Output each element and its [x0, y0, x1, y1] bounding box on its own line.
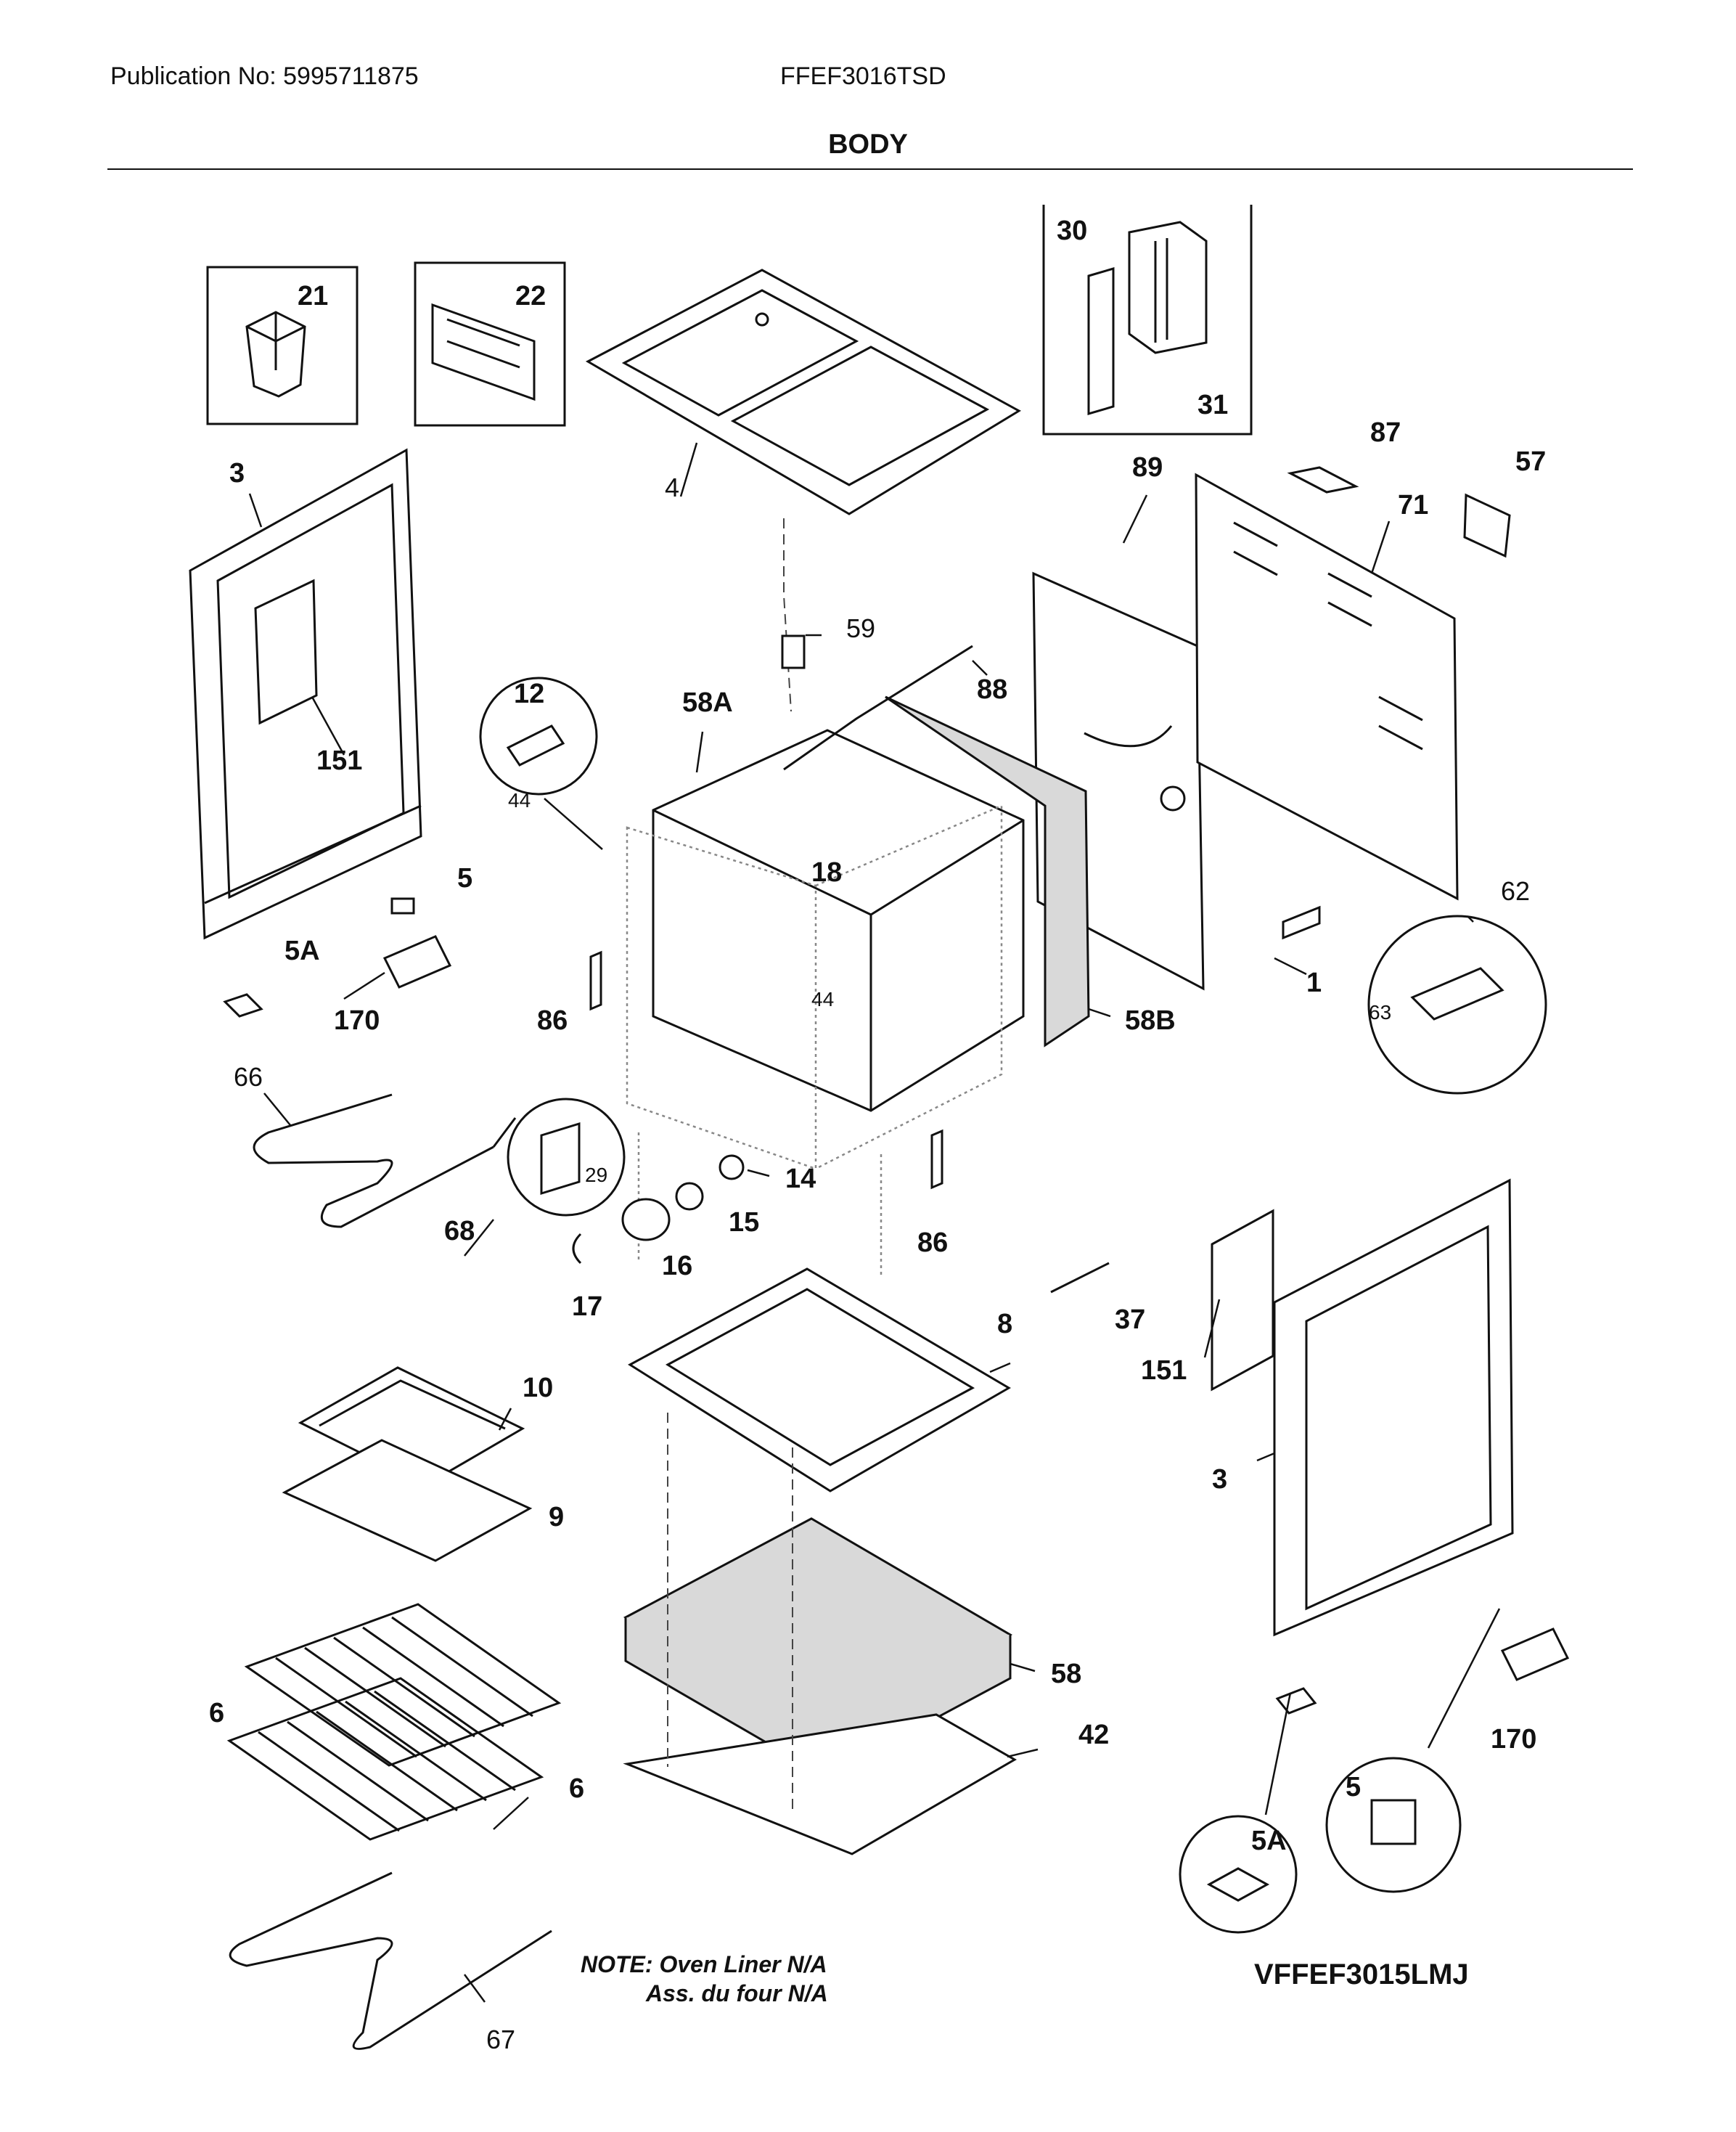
bracket-87: [1287, 466, 1359, 494]
callout-58: 58: [1051, 1659, 1081, 1689]
callout-86-a: 86: [537, 1005, 568, 1036]
oven-rack-upper: [244, 1603, 562, 1767]
callout-10: 10: [523, 1373, 553, 1403]
detail-circle-62: [1282, 905, 1547, 1095]
probe-37: [1050, 1262, 1110, 1294]
callout-62: 62: [1501, 876, 1530, 906]
callout-17: 17: [572, 1291, 602, 1322]
callout-14: 14: [785, 1164, 816, 1194]
oven-cavity: [652, 729, 1025, 1112]
bottom-panel-42: [623, 1713, 1018, 1855]
callout-89: 89: [1132, 452, 1163, 483]
callout-67: 67: [486, 2025, 515, 2054]
detail-circle-5: [1325, 1757, 1462, 1893]
callout-4: 4: [665, 473, 679, 502]
detail-circle-5A: [1179, 1815, 1298, 1934]
callout-21: 21: [298, 281, 328, 311]
broil-pan-grill: [282, 1366, 533, 1562]
callout-170-right: 170: [1491, 1724, 1536, 1755]
inset-box-22: [414, 261, 566, 427]
callout-8: 8: [997, 1309, 1012, 1339]
vent-59: [781, 634, 806, 669]
callout-58B: 58B: [1125, 1005, 1176, 1036]
callout-68: 68: [444, 1216, 475, 1246]
callout-5-right: 5: [1346, 1772, 1361, 1802]
publication-number: Publication No: 5995711875: [110, 62, 419, 90]
wire-88: [783, 645, 973, 771]
callout-5A-right: 5A: [1251, 1826, 1287, 1856]
detail-circle-12: [479, 677, 598, 796]
oven-liner-outline: [626, 804, 1003, 1278]
callout-3-left: 3: [229, 458, 245, 489]
callout-86-b: 86: [917, 1228, 948, 1258]
callout-71: 71: [1398, 490, 1428, 520]
page-title: BODY: [828, 129, 908, 160]
callout-87: 87: [1370, 417, 1401, 448]
callout-16: 16: [662, 1251, 692, 1281]
callout-151-left: 151: [316, 746, 362, 776]
callout-63: 63: [1369, 1001, 1391, 1024]
callout-44-a: 44: [508, 789, 531, 812]
callout-9: 9: [549, 1502, 564, 1532]
callout-30: 30: [1057, 216, 1087, 246]
oven-bottom-panel: [628, 1267, 1011, 1492]
bake-element-67: [229, 1871, 552, 2050]
broil-element-66: [253, 1093, 517, 1228]
inset-box-21: [206, 266, 359, 425]
small-cover-57: [1463, 493, 1511, 558]
callout-42: 42: [1078, 1720, 1109, 1750]
oven-rack-lower: [226, 1677, 544, 1841]
note-oven-liner-fr: Ass. du four N/A: [646, 1980, 828, 2006]
callout-88: 88: [977, 674, 1007, 705]
figure-id: VFFEF3015LMJ: [1254, 1959, 1469, 1990]
callout-151-right: 151: [1141, 1355, 1187, 1386]
callout-59: 59: [846, 613, 875, 643]
right-side-panel: [1273, 1178, 1514, 1637]
brackets-86: [589, 950, 943, 1190]
callout-labels: 21 22 30 31 3 4 87 57 89 71 59 12 58A 88…: [209, 216, 1546, 2054]
callout-6-a: 6: [209, 1698, 224, 1728]
callout-22: 22: [515, 281, 546, 311]
inset-box-30-31: [1042, 205, 1253, 436]
lamp-parts-14-15-16-17: [572, 1154, 745, 1265]
callout-44-b: 44: [811, 988, 834, 1010]
leveling-legs-hinges: [223, 897, 1570, 1715]
callout-12: 12: [514, 679, 544, 709]
callout-3-right: 3: [1212, 1464, 1227, 1495]
model-number: FFEF3016TSD: [780, 62, 946, 90]
callout-31: 31: [1197, 390, 1228, 420]
callout-57: 57: [1515, 446, 1546, 477]
callout-18: 18: [811, 857, 842, 888]
callout-66: 66: [234, 1062, 263, 1092]
callout-5-left: 5: [457, 863, 472, 894]
callout-15: 15: [729, 1207, 759, 1238]
header-rule: [107, 168, 1633, 170]
detail-circle-29: [507, 1098, 626, 1217]
callout-6-b: 6: [569, 1773, 584, 1804]
callout-37: 37: [1115, 1304, 1145, 1335]
callout-29: 29: [585, 1164, 607, 1186]
note-oven-liner: NOTE: Oven Liner N/A: [581, 1951, 827, 1977]
callout-170-left: 170: [334, 1005, 380, 1036]
cavity-insulation-58B: [885, 695, 1090, 1047]
bracket-151-right: [1211, 1209, 1274, 1392]
callout-58A: 58A: [682, 687, 733, 718]
callout-5A-left: 5A: [284, 936, 320, 966]
top-panel: [585, 269, 1022, 515]
rear-cover-panel: [1195, 473, 1459, 901]
left-side-panel: [189, 448, 422, 940]
callout-1: 1: [1306, 968, 1322, 998]
